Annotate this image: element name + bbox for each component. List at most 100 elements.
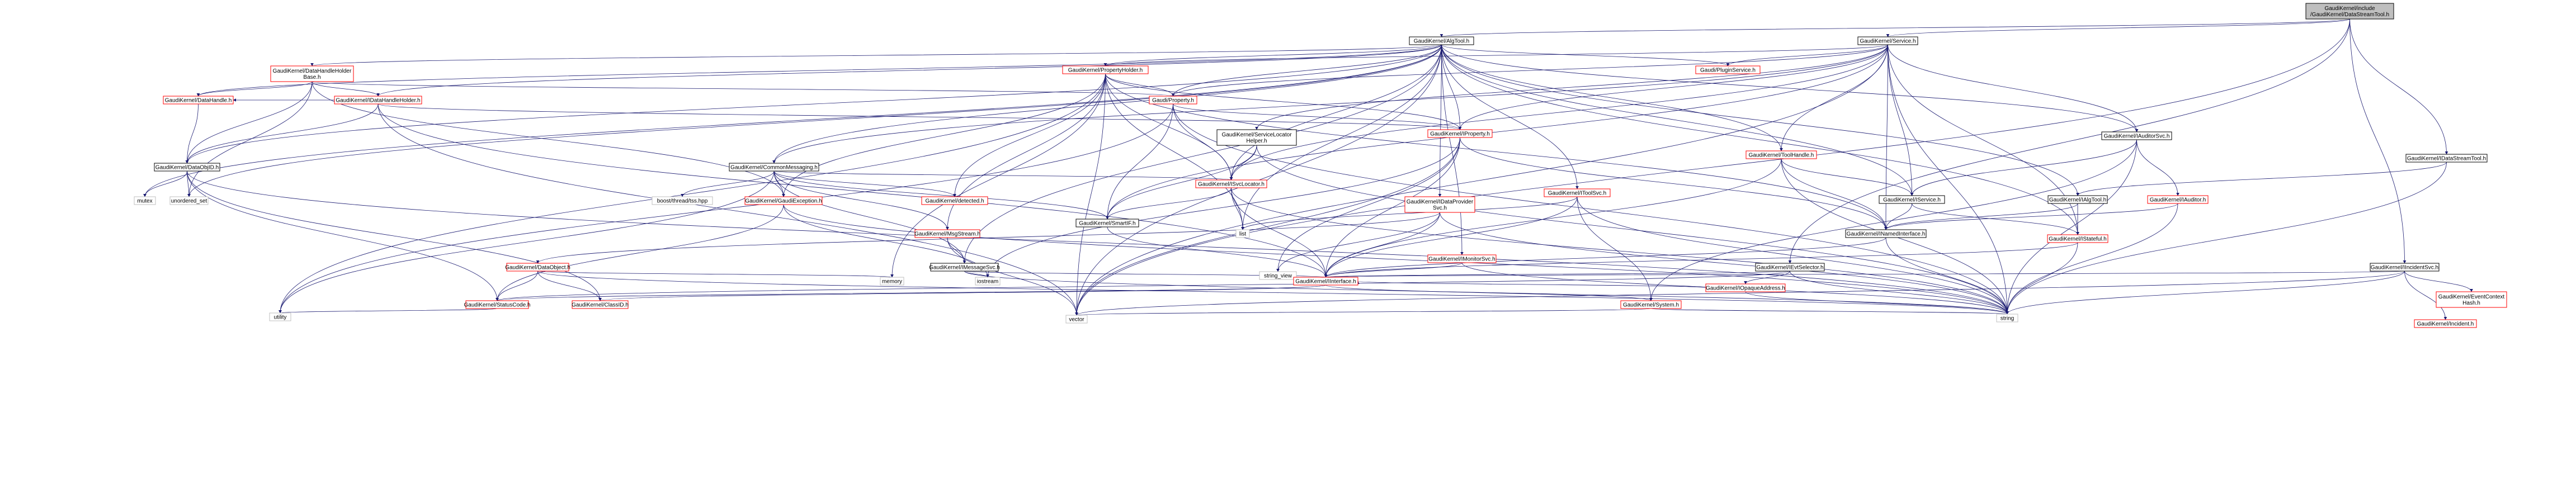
node-system[interactable]: GaudiKernel/System.h [1620, 300, 1682, 309]
edge-isvcloc-to-list [1231, 187, 1244, 230]
node-iservice[interactable]: GaudiKernel/IService.h [1879, 195, 1945, 204]
edge-algtool-to-gprop [1171, 44, 1442, 97]
node-box-iincidentsvc [2370, 263, 2440, 272]
node-iincidentsvc[interactable]: GaudiKernel/IIncidentSvc.h [2370, 263, 2440, 272]
node-box-imonitorsvc [1427, 254, 1497, 263]
edge-commsg-to-boostsp [681, 170, 775, 197]
node-box-dataobjid [154, 163, 220, 172]
node-service[interactable]: GaudiKernel/Service.h [1857, 36, 1918, 45]
node-box-list [1235, 229, 1250, 238]
node-box-idataprov [1404, 196, 1475, 213]
node-box-iprop [1427, 129, 1493, 138]
edge-imonitorsvc-to-iinterface [1324, 262, 1462, 278]
node-label-imonitorsvc: GaudiKernel/IMonitorSvc.h [1428, 257, 1495, 263]
edge-svclochelper-to-isvcloc [1229, 145, 1257, 181]
node-box-memory [880, 277, 904, 286]
node-label-imsgsvc: GaudiKernel/IMessageSvc.h [929, 265, 1000, 271]
edge-svclochelper-to-smartif [1106, 145, 1257, 220]
edge-iprop-to-iinterface [1324, 137, 1460, 278]
node-box-system [1620, 300, 1682, 309]
edge-commsg-to-msgstream [773, 170, 949, 230]
edge-algtool-to-datahandle [196, 44, 1442, 97]
node-box-istateful [2047, 234, 2108, 243]
node-commsg[interactable]: GaudiKernel/CommonMessaging.h [729, 163, 819, 172]
edge-algtool-to-toolhandle [1441, 44, 1783, 151]
node-label-iinterface: GaudiKernel/IInterface.h [1295, 279, 1356, 285]
node-idhh[interactable]: GaudiKernel/IDataHandleHolder.h [334, 96, 422, 105]
node-detected[interactable]: GaudiKernel/detected.h [921, 196, 988, 205]
edge-algtool-to-iauditorsvc [1441, 44, 2139, 132]
node-iauditorsvc[interactable]: GaudiKernel/IAuditorSvc.h [2101, 131, 2172, 140]
node-propholder[interactable]: GaudiKernel/PropertyHolder.h [1062, 65, 1149, 74]
edge-iservice-to-inamed [1884, 203, 1912, 230]
node-algtool[interactable]: GaudiKernel/AlgTool.h [1409, 36, 1474, 45]
node-gprop[interactable]: Gaudi/Property.h [1149, 96, 1197, 105]
edge-root-to-service [1886, 18, 2350, 37]
node-classid[interactable]: GaudiKernel/ClassID.h [572, 300, 629, 309]
node-ialgtool[interactable]: GaudiKernel/IAlgTool.h [2047, 195, 2108, 204]
node-smartif[interactable]: GaudiKernel/SmartIF.h [1075, 219, 1139, 227]
edge-iauditorsvc-to-system [1649, 139, 2137, 301]
edge-msgstream-to-imsgsvc [947, 237, 966, 264]
edge-iincidentsvc-to-iinterface [1325, 271, 2405, 278]
edge-dhhbase-to-idhh [312, 81, 380, 97]
node-incident[interactable]: GaudiKernel/Incident.h [2414, 319, 2477, 328]
edge-msgstream-to-vector [947, 237, 1078, 316]
node-box-datahandle [163, 96, 234, 105]
node-iinterface[interactable]: GaudiKernel/IInterface.h [1293, 277, 1358, 286]
node-imsgsvc[interactable]: GaudiKernel/IMessageSvc.h [929, 263, 1000, 272]
node-msgstream[interactable]: GaudiKernel/MsgStream.h [914, 229, 980, 238]
node-imonitorsvc[interactable]: GaudiKernel/IMonitorSvc.h [1427, 254, 1497, 263]
node-label-iostream: iostream [977, 279, 998, 285]
node-box-iauditorsvc [2101, 131, 2172, 140]
node-pluginsvc[interactable]: Gaudi/PluginService.h [1695, 65, 1761, 74]
edge-algtool-to-itoolsvc [1441, 44, 1579, 189]
node-box-gprop [1149, 96, 1197, 105]
node-box-imsgsvc [930, 263, 999, 272]
node-itoolsvc[interactable]: GaudiKernel/IToolSvc.h [1544, 188, 1611, 197]
node-iauditor[interactable]: GaudiKernel/IAuditor.h [2147, 195, 2209, 204]
node-iprop[interactable]: GaudiKernel/IProperty.h [1427, 129, 1493, 138]
node-istateful[interactable]: GaudiKernel/IStateful.h [2047, 234, 2108, 243]
edge-algtool-to-dataobjid [185, 44, 1442, 164]
node-toolhandle[interactable]: GaudiKernel/ToolHandle.h [1745, 150, 1817, 159]
node-datahandle[interactable]: GaudiKernel/DataHandle.h [163, 96, 234, 105]
node-statuscode[interactable]: GaudiKernel/StatusCode.h [464, 300, 531, 309]
edge-gexcept-to-statuscode [496, 204, 784, 301]
edge-root-to-idatastreamtool [2349, 18, 2448, 155]
node-inamed[interactable]: GaudiKernel/INamedInterface.h [1845, 229, 1927, 238]
edge-idataobj-to-memory [537, 271, 894, 278]
edge-service-to-istateful [1888, 44, 2079, 235]
node-idataobj[interactable]: GaudiKernel/DataObject.h [505, 263, 570, 272]
node-layer: GaudiKernel/include/GaudiKernel/DataStre… [134, 3, 2507, 328]
node-label-istateful: GaudiKernel/IStateful.h [2049, 236, 2106, 243]
node-box-algtool [1409, 36, 1474, 45]
node-box-idatastreamtool [2405, 154, 2488, 163]
node-label-idatastreamtool: GaudiKernel/IDataStreamTool.h [2407, 156, 2486, 162]
edge-iincidentsvc-to-incident [2404, 271, 2447, 320]
edge-root-to-iincidentsvc [2349, 18, 2407, 264]
node-dataobjid[interactable]: GaudiKernel/DataObjID.h [154, 163, 220, 172]
node-box-iostream [975, 277, 1001, 286]
edge-dataobjid-to-mutex [143, 170, 187, 197]
node-box-vector [1065, 315, 1088, 324]
edge-algtool-to-mutex [143, 44, 1442, 197]
node-ievtselector[interactable]: GaudiKernel/IEvtSelector.h [1755, 263, 1825, 272]
node-isvcloc[interactable]: GaudiKernel/ISvcLocator.h [1195, 179, 1267, 188]
edge-statuscode-to-utility [279, 308, 498, 314]
edge-propholder-to-utility [279, 73, 1106, 314]
node-label-iincidentsvc: GaudiKernel/IIncidentSvc.h [2371, 265, 2438, 271]
edge-iauditorsvc-to-iauditor [2136, 139, 2179, 196]
edge-idatastreamtool-to-ialgtool [2076, 162, 2447, 196]
node-label-classid: GaudiKernel/ClassID.h [572, 302, 629, 309]
node-box-boostsp [652, 196, 713, 205]
node-idatastreamtool[interactable]: GaudiKernel/IDataStreamTool.h [2405, 154, 2488, 163]
edge-algtool-to-list [1241, 44, 1442, 230]
node-iopaque[interactable]: GaudiKernel/IOpaqueAddress.h [1705, 283, 1786, 292]
node-gexcept[interactable]: GaudiKernel/GaudiException.h [744, 196, 823, 205]
edge-iincidentsvc-to-evctxhash [2404, 271, 2473, 292]
